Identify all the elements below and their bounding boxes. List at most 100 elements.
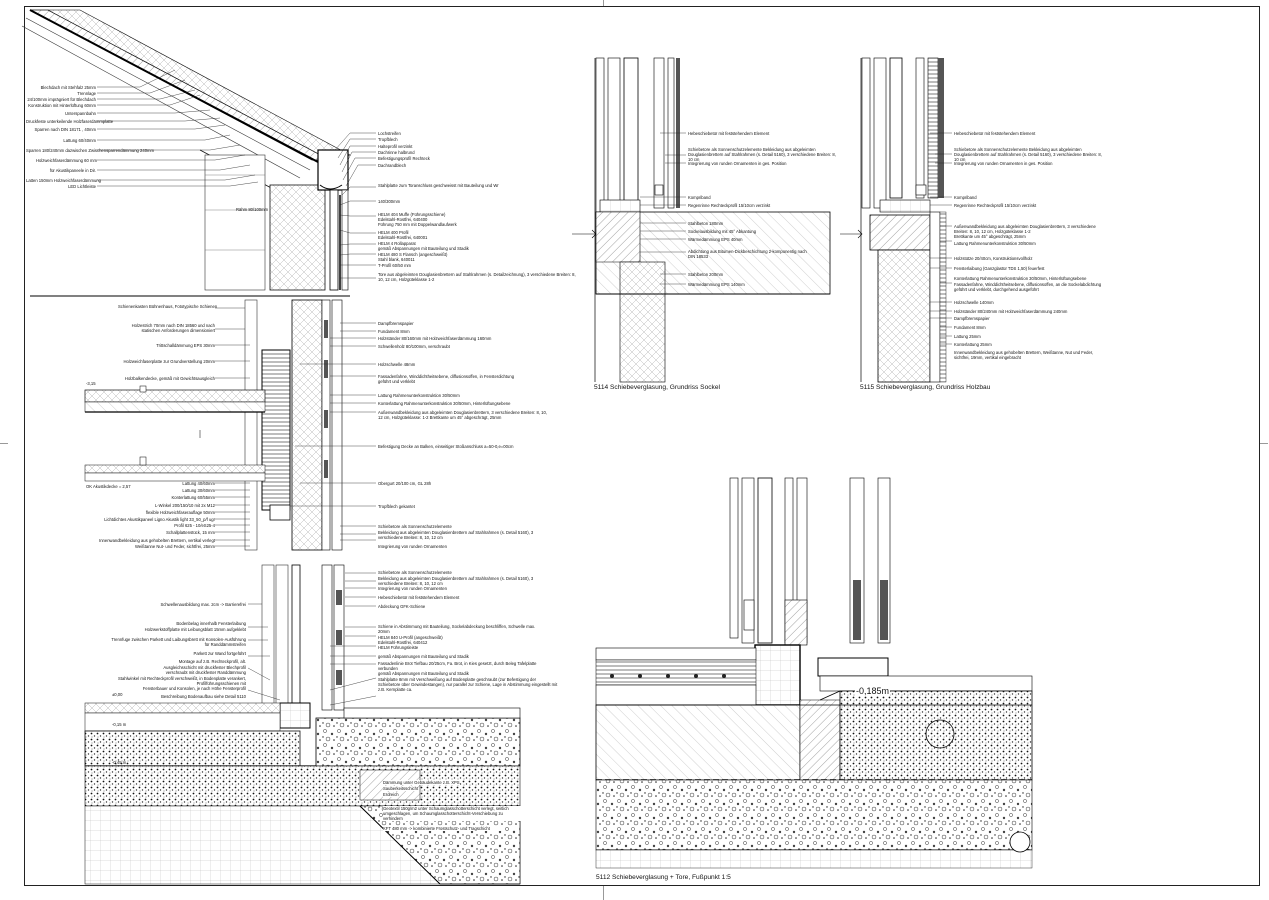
annotation: Profil 625 - 10/eS25-4 (174, 523, 215, 528)
annotation: Holzbalkendecke, gemäß mit Gewichtsausgl… (124, 376, 215, 381)
detail-5114 (572, 57, 831, 383)
annotation: Konterlattung 60/55mm (171, 495, 215, 500)
level-marker: -0,15 m (112, 722, 127, 727)
caption-5112: 5112 Schiebeverglasung + Tore, Fußpunkt … (596, 874, 731, 881)
annotation: Abdichtung aus Bitumen-Dickbeschichtung … (688, 249, 807, 259)
crop-mark (603, 886, 604, 900)
annotation: Konterlattung Rahmenunterkonstruktion 30… (378, 401, 511, 406)
annotation: HELM 400 Profil (378, 230, 409, 235)
caption-5114: 5114 Schiebeverglasung, Grundriss Sockel (594, 384, 720, 391)
annotation: Schwellenholz 80/100mm, verschraubt (378, 344, 450, 349)
annotation: Holzweichfaserdämmung 60 mm (36, 158, 97, 163)
annotation: Integrierung von runden Ornamenten in ge… (954, 161, 1053, 166)
annotation: für Akustikpaneele in Dir. (49, 168, 96, 173)
annotation: Lattung 30/60mm (182, 488, 215, 493)
annotation: HELM 840 U-Profil (angeschweißt) (378, 635, 443, 640)
annotation: Holzwerkstoffplatte mit Leibungsblatt 15… (144, 627, 246, 632)
annotation: Lattung 40/60mm (182, 481, 215, 486)
annotation: Schiebetore als Sonnenschutzelemente Bek… (688, 147, 836, 162)
annotation: Befestigung Decke an Balken, einseitiger… (378, 444, 514, 449)
annotation: Fundament 8mm (378, 329, 410, 334)
annotation: L-Winkel 200/150/10 mit 2x M12 (154, 503, 215, 508)
annotation: Parkett zur Wand fortgeführt (193, 651, 246, 656)
annotation: Konterlattung Rahmenunterkonstruktion 30… (954, 276, 1087, 281)
annotation: Kompriband (954, 195, 977, 200)
annotation: Edelstahl-Rostfrei, 640001 (378, 235, 428, 240)
annotation: Edelstahl-Rostfrei, 640400 (378, 217, 428, 222)
annotation: Außenwandbekleidung aus abgeleimten Doug… (954, 224, 1096, 234)
annotation: Schiebetore als Sonnenschutzelemente (378, 524, 452, 529)
annotation: Unterspannbahn (65, 111, 96, 116)
annotation: Brettkante um 45° abgeschrägt, 25mm (954, 234, 1026, 239)
annotation: Stahl blank, 640011 (378, 257, 415, 262)
annotation: Dachrinne halbrund (378, 150, 415, 155)
annotation: Beschreibung Bodenaufbau siehe Detail 51… (161, 694, 246, 699)
annotation: Stahlplatte zum Toranschluss geschweisst… (378, 183, 499, 188)
annotation: Erdreich (383, 792, 399, 797)
annotation: Stahlwinkel mit Rechteckprofil verschwei… (117, 676, 246, 686)
annotation: Fassadenfahne, Winddichtheitsebene, diff… (954, 282, 1102, 292)
annotation: Blechdach mit Stehfalz 25mm (40, 85, 96, 90)
annotation: Regenrinne Rechteckprofil 15/10cm verzin… (954, 203, 1037, 208)
detail-5115 (840, 57, 952, 383)
annotation: Bodenbelag innerhalb Fensterlaibung (176, 621, 246, 626)
annotation: Fensterbauer und Konsolen, je nach Höhe … (142, 686, 246, 691)
annotation: Tropfblech gekantet (378, 504, 415, 509)
foot-detail-left (84, 564, 521, 885)
annotation: Hebeschiebetür mit feststehendem Element (688, 131, 770, 136)
annotation: Innenwandbekleidung aus gehobelten Brett… (954, 350, 1094, 360)
annotation: flexible Holzweichfaserauflage 50mm (145, 510, 215, 515)
annotation: HELM 480 S Flansch (angeschweißt) (378, 252, 448, 257)
annotation: Bekleidung aus abgeleimten Douglasienbre… (378, 530, 534, 540)
annotation: Integrierung von runden Ornamenten (378, 544, 447, 549)
annotation: Holzschwelle 48mm (378, 362, 416, 367)
annotation: LED Lichtleiste (68, 184, 96, 189)
annotation: Trennlage (77, 91, 96, 96)
annotation: Lattung Rahmenunterkonstruktion 30/50mm (378, 393, 460, 398)
caption-5115: 5115 Schiebeverglasung, Grundriss Holzba… (860, 384, 991, 391)
annotation: Lichtdichtes Akustikpaneel Ligno Akustik… (104, 517, 215, 522)
level-marker: -3,15 (86, 381, 96, 386)
level-dimension: -0,185m (855, 686, 891, 696)
annotation: HELM 4 Rollapparat (378, 241, 416, 246)
annotation: Bekleidung aus abgeleimten Douglasienbre… (378, 576, 534, 586)
annotation: Integrierung von runden Ornamenten in ge… (688, 161, 787, 166)
roof-detail (21, 9, 376, 291)
annotation: Holzschwelle 140mm (954, 300, 994, 305)
drawing-frame (24, 6, 1260, 886)
annotation: Sauberkeitsschicht (383, 786, 419, 791)
annotation: Regenrinne Rechteckprofil 15/10cm verzin… (688, 203, 771, 208)
annotation: Montage auf z.B. Rechteckprofil, alt. (178, 659, 246, 664)
annotation: gemäß Abspannungen mit Bauteilung und St… (378, 246, 469, 251)
annotation: Lattung 25mm (954, 334, 981, 339)
annotation: Lochstreifen (378, 131, 401, 136)
crop-mark (1260, 443, 1268, 444)
annotation: 140/300mm (378, 199, 401, 204)
annotation: Druckfeste unterkeilende Holzfaserdämmpl… (26, 119, 114, 124)
annotation: Innenwandbekleidung aus gehobelten Brett… (99, 538, 215, 543)
annotation: Hebeschiebetür mit feststehendem Element (954, 131, 1036, 136)
annotation: Sparren 180/240mm dazwischen Zwischenspa… (26, 148, 155, 153)
annotation: Sparren nach DIN 18171 , 40mm (34, 127, 96, 132)
annotation: KFT 480 mm -> kombinierte Frostschutz- u… (383, 826, 503, 831)
annotation: verschraubt mit druckfester Randdämmung (165, 670, 246, 675)
annotation: Tore aus abgeleimten Douglasienbrettern … (378, 272, 576, 282)
level-marker: -0,45 m (112, 760, 127, 765)
annotation: Trittschalldämmung EPS 30mm (156, 343, 215, 348)
annotation: Konterlattung 25mm (954, 342, 992, 347)
annotation: Stahlbeton 180mm (688, 221, 724, 226)
annotation: Wärmedämmung EPS 40mm (688, 237, 743, 242)
annotation: Edelstahl-Rostfrei, 640412 (378, 640, 428, 645)
annotation: Abdeckung GFK-Schiene (378, 604, 426, 609)
annotation: Dampfbremspapier (954, 316, 990, 321)
level-marker: ±0,00 (112, 692, 123, 697)
annotation: Fensterlaibung (Ganzglastür TDS 1,50) fe… (954, 266, 1045, 271)
annotation: Lattung 60/40mm (63, 138, 96, 143)
annotation: Schiebetore als Sonnenschutzelemente (378, 570, 452, 575)
annotation: Sockelausbildung mit 45° Abkantung (688, 229, 757, 234)
annotation: Holzständer 80/160mm mit Holzweichfaserd… (378, 336, 492, 341)
annotation: gemäß Abspannungen mit Bauteilung und St… (378, 654, 469, 659)
annotation: Dampfbremspapier (378, 321, 414, 326)
annotation: Trennfuge zwischen Parkett und Laibungsb… (111, 637, 246, 647)
